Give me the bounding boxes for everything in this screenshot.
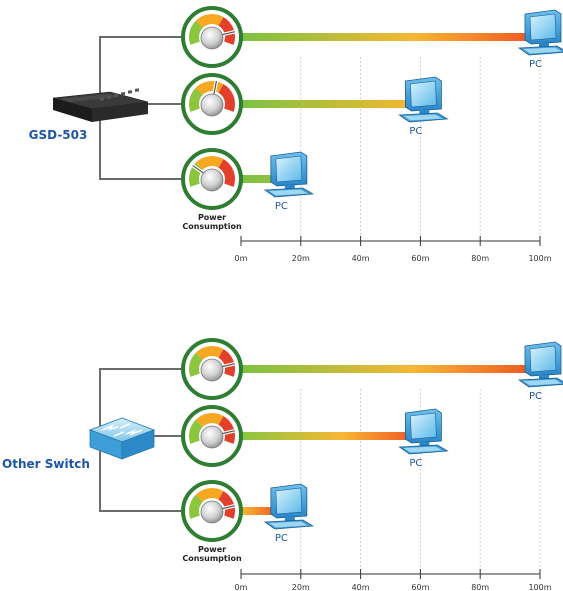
- axis-tick-label: 100m: [528, 583, 551, 591]
- gauge-arc-1: [195, 81, 224, 96]
- axis-tick-label: 60m: [411, 254, 429, 263]
- pc-label: PC: [529, 59, 542, 70]
- pc-label: PC: [275, 201, 288, 212]
- power-consumption-label-line1: Power: [198, 545, 226, 554]
- pc-label: PC: [409, 458, 422, 469]
- gauge-arc-0: [189, 494, 204, 519]
- gauge-knob: [200, 500, 224, 524]
- gauge-arc-0: [189, 20, 204, 45]
- gauge-knob: [200, 168, 224, 192]
- pc-icon: PC: [398, 408, 449, 469]
- cable-distance-bar: [242, 432, 409, 440]
- switch-label: Other Switch: [2, 457, 90, 471]
- gauge-arc-0: [189, 352, 204, 377]
- gsd-503-switch-icon: [52, 88, 149, 122]
- pc-icon: PC: [263, 151, 315, 212]
- row-0-gauge: [181, 338, 243, 400]
- gauge-knob: [200, 425, 224, 449]
- power-consumption-label-line2: Consumption: [182, 222, 242, 231]
- cable-distance-bar: [242, 33, 528, 41]
- gauge-knob: [200, 93, 224, 117]
- gauge-arc-2: [218, 17, 235, 45]
- gauge-arc-0: [189, 419, 204, 444]
- gauge-arc-1: [195, 346, 224, 361]
- gauge-arc-2: [218, 416, 235, 444]
- axis-tick-label: 80m: [471, 583, 489, 591]
- power-consumption-label-line1: Power: [198, 213, 226, 222]
- pc-label: PC: [275, 533, 288, 544]
- row-2-gauge: [181, 480, 243, 542]
- row-2-gauge: [181, 148, 243, 210]
- pc-icon: PC: [517, 341, 563, 402]
- axis-tick-label: 20m: [292, 254, 310, 263]
- cable-distance-bar: [242, 100, 409, 108]
- pc-icon: PC: [398, 76, 449, 137]
- gauge-knob: [200, 358, 224, 382]
- pc-icon: PC: [263, 483, 315, 544]
- axis-tick-label: 80m: [471, 254, 489, 263]
- axis-tick-label: 0m: [235, 254, 248, 263]
- row-1-gauge: [181, 405, 243, 467]
- gauge-arc-0: [189, 87, 204, 112]
- axis-tick-label: 40m: [352, 254, 370, 263]
- axis-tick-label: 60m: [411, 583, 429, 591]
- pc-label: PC: [409, 126, 422, 137]
- pc-icon: PC: [517, 9, 563, 70]
- axis-tick-label: 20m: [292, 583, 310, 591]
- gauge-arc-2: [218, 84, 235, 112]
- cable-distance-bar: [242, 175, 274, 183]
- gauge-arc-2: [218, 349, 235, 377]
- cable-distance-bar: [242, 365, 528, 373]
- switch-label: GSD-503: [29, 128, 88, 142]
- gauge-arc-0: [189, 162, 204, 187]
- power-consumption-label-line2: Consumption: [182, 554, 242, 563]
- gauge-arc-1: [195, 413, 224, 428]
- row-1-gauge: [181, 73, 243, 135]
- axis-tick-label: 40m: [352, 583, 370, 591]
- gauge-arc-1: [195, 14, 224, 29]
- gauge-knob: [200, 26, 224, 50]
- cable-distance-bar: [242, 507, 274, 515]
- gauge-arc-2: [218, 159, 235, 187]
- gauge-arc-1: [195, 156, 224, 171]
- pc-label: PC: [529, 391, 542, 402]
- axis-tick-label: 100m: [528, 254, 551, 263]
- other-switch-icon: [88, 417, 156, 460]
- gauge-arc-2: [218, 491, 235, 519]
- gauge-arc-1: [195, 488, 224, 503]
- row-0-gauge: [181, 6, 243, 68]
- axis-tick-label: 0m: [235, 583, 248, 591]
